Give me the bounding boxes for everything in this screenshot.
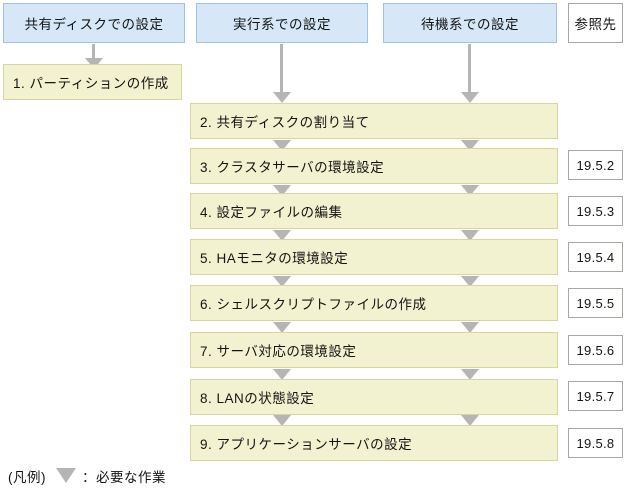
arrow-head-icon — [461, 322, 479, 333]
column-header-active-system: 実行系での設定 — [196, 3, 368, 43]
arrow-head-icon — [461, 92, 479, 103]
step-label: 9. アプリケーションサーバの設定 — [200, 437, 413, 452]
arrow-shaft — [280, 44, 283, 92]
column-header-shared-disk: 共有ディスクでの設定 — [3, 3, 185, 43]
step-label: 8. LANの状態設定 — [200, 391, 315, 406]
reference-box: 19.5.4 — [568, 242, 623, 272]
arrow-head-icon — [273, 140, 291, 151]
reference-box: 19.5.7 — [568, 381, 623, 411]
step-label: 1. パーティションの作成 — [13, 76, 169, 91]
arrow-head-icon — [273, 415, 291, 426]
connector-arrow — [461, 415, 479, 426]
connector-arrow — [273, 140, 291, 151]
connector-arrow — [273, 276, 291, 287]
arrow-head-icon — [461, 276, 479, 287]
arrow-head-icon — [273, 230, 291, 241]
step-box-8: 8. LANの状態設定 — [190, 379, 558, 415]
step-label: 5. HAモニタの環境設定 — [200, 251, 349, 266]
arrow-head-icon — [461, 415, 479, 426]
down-triangle-icon — [56, 467, 76, 483]
legend-text: ：必要な作業 — [82, 470, 166, 485]
reference-box: 19.5.8 — [568, 428, 623, 458]
legend-prefix: (凡例) — [8, 470, 46, 485]
step-box-9: 9. アプリケーションサーバの設定 — [190, 425, 558, 461]
reference-box: 19.5.6 — [568, 335, 623, 365]
step-box-3: 3. クラスタサーバの環境設定 — [190, 148, 558, 184]
arrow-head-icon — [461, 369, 479, 380]
step-label: 7. サーバ対応の環境設定 — [200, 344, 357, 359]
connector-arrow — [273, 415, 291, 426]
step-label: 3. クラスタサーバの環境設定 — [200, 160, 385, 175]
step-box-6: 6. シェルスクリプトファイルの作成 — [190, 285, 558, 321]
connector-arrow — [273, 185, 291, 196]
reference-box: 19.5.3 — [568, 196, 623, 226]
connector-arrow — [85, 44, 103, 69]
step-box-2: 2. 共有ディスクの割り当て — [190, 103, 558, 139]
connector-arrow — [461, 322, 479, 333]
legend: (凡例) ：必要な作業 — [8, 466, 166, 486]
step-label: 4. 設定ファイルの編集 — [200, 205, 343, 220]
arrow-head-icon — [273, 322, 291, 333]
connector-arrow — [461, 369, 479, 380]
step-box-5: 5. HAモニタの環境設定 — [190, 239, 558, 275]
connector-arrow — [273, 322, 291, 333]
step-box-7: 7. サーバ対応の環境設定 — [190, 332, 558, 368]
reference-box: 19.5.5 — [568, 288, 623, 318]
arrow-head-icon — [273, 369, 291, 380]
arrow-head-icon — [461, 185, 479, 196]
connector-arrow — [461, 140, 479, 151]
connector-arrow — [273, 44, 291, 103]
column-header-standby-system: 待機系での設定 — [383, 3, 557, 43]
arrow-head-icon — [273, 185, 291, 196]
connector-arrow — [273, 230, 291, 241]
arrow-head-icon — [273, 92, 291, 103]
arrow-shaft — [468, 44, 471, 92]
connector-arrow — [461, 230, 479, 241]
column-header-reference: 参照先 — [568, 3, 623, 43]
step-box-4: 4. 設定ファイルの編集 — [190, 193, 558, 229]
connector-arrow — [461, 44, 479, 103]
arrow-shaft — [92, 44, 95, 58]
reference-box: 19.5.2 — [568, 150, 623, 180]
connector-arrow — [461, 185, 479, 196]
arrow-head-icon — [85, 58, 103, 69]
arrow-head-icon — [273, 276, 291, 287]
step-label: 6. シェルスクリプトファイルの作成 — [200, 297, 427, 312]
arrow-head-icon — [461, 140, 479, 151]
arrow-head-icon — [461, 230, 479, 241]
connector-arrow — [273, 369, 291, 380]
connector-arrow — [461, 276, 479, 287]
step-box-1: 1. パーティションの作成 — [3, 64, 182, 100]
step-label: 2. 共有ディスクの割り当て — [200, 115, 370, 130]
